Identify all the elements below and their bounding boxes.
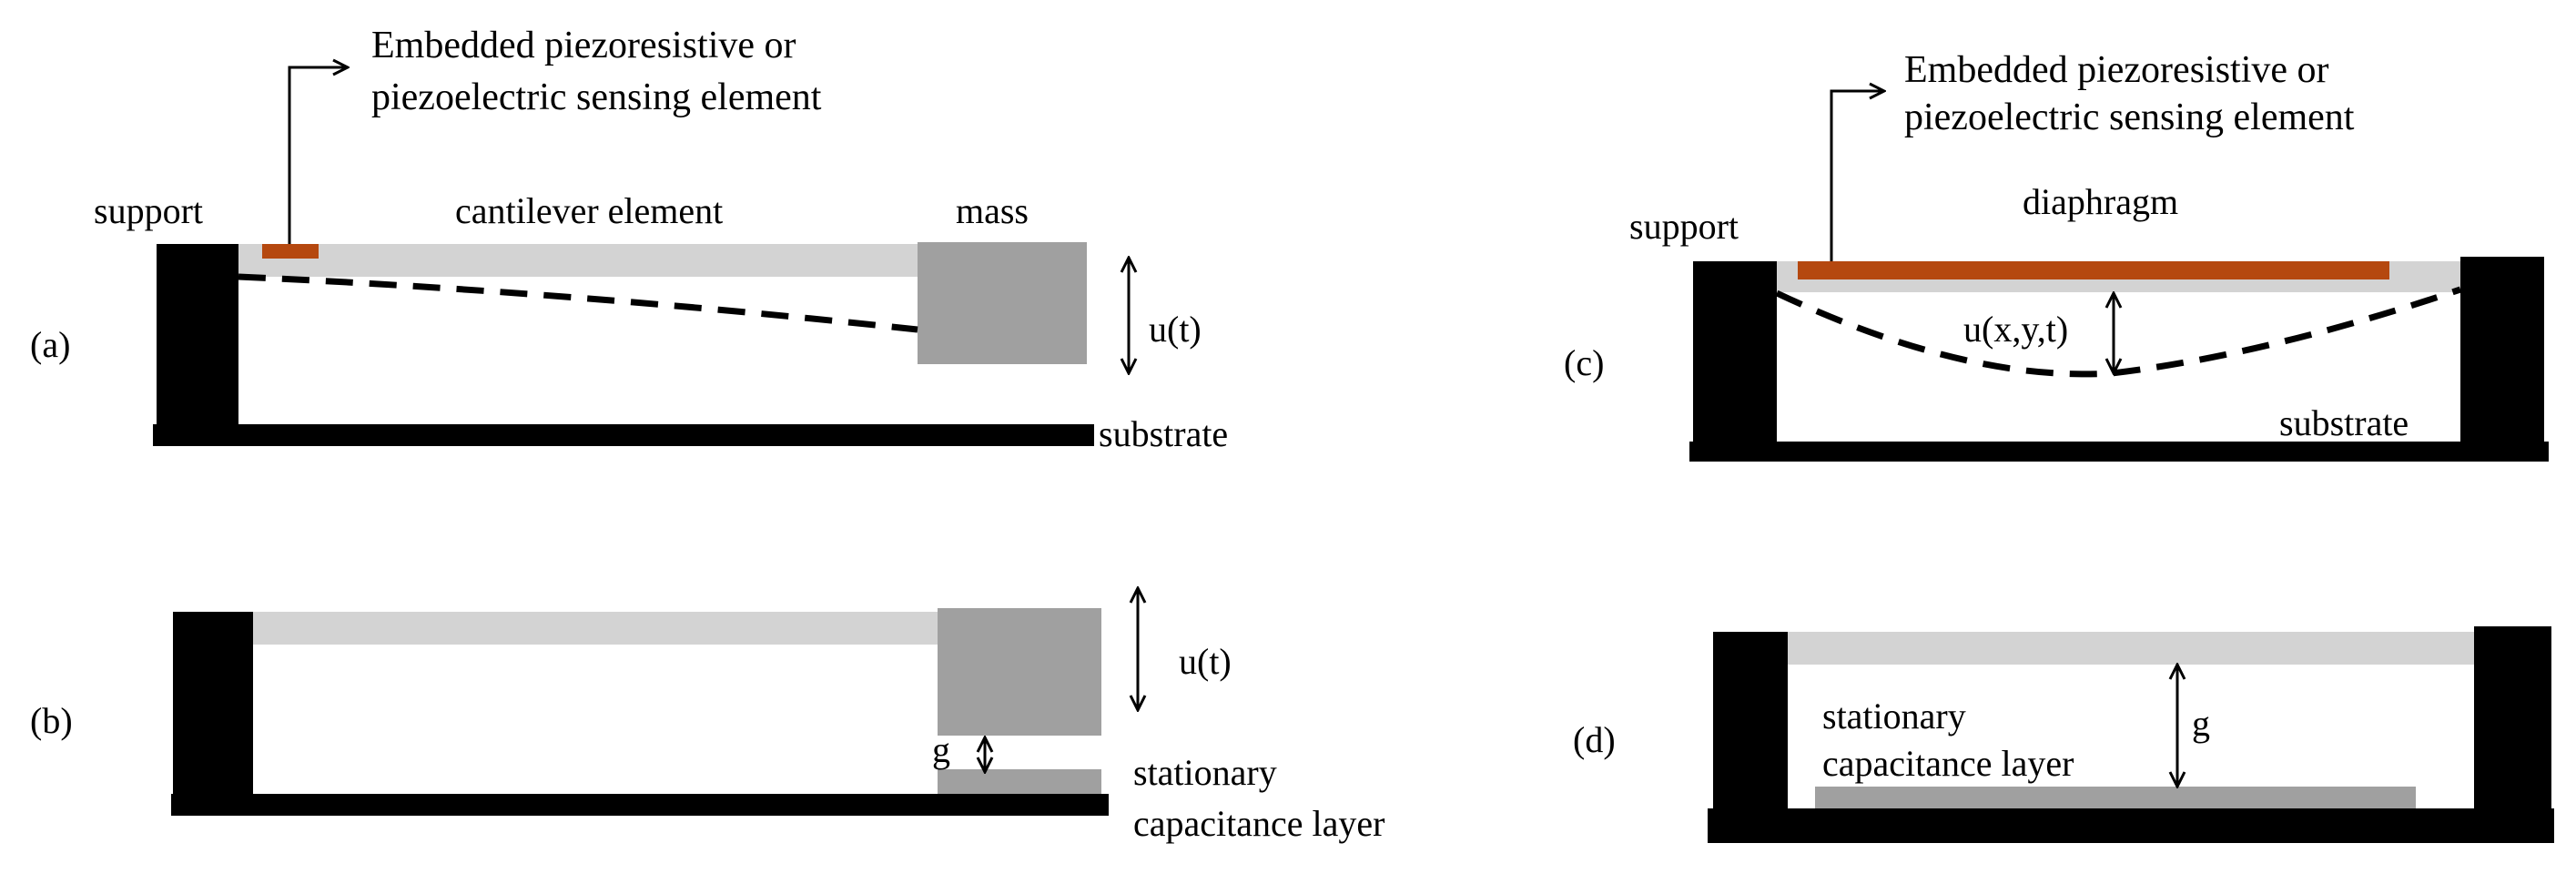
panel-d-top-plate <box>1788 632 2474 665</box>
panel-a-sensor-label-line1: Embedded piezoresistive or <box>371 25 796 66</box>
panel-c-support-left <box>1693 261 1777 452</box>
panel-c-sensor-element <box>1798 261 2389 279</box>
panel-a-sensor-element <box>262 244 319 259</box>
panel-c-displacement-label: u(x,y,t) <box>1963 309 2068 350</box>
panel-a-substrate-label: substrate <box>1099 413 1228 454</box>
panel-b-cantilever <box>253 612 938 645</box>
panel-d-support-left <box>1713 632 1788 814</box>
panel-d-substrate <box>1708 808 2554 843</box>
panel-c-sensor-label-line2: piezoelectric sensing element <box>1904 97 2355 138</box>
panel-b-displacement-label: u(t) <box>1179 641 1232 682</box>
panel-a-mass <box>918 242 1087 364</box>
panel-d-stationary-layer <box>1815 787 2416 810</box>
panel-a-label: (a) <box>30 324 70 365</box>
panel-d: (d) g stationary capacitance layer <box>1573 626 2554 843</box>
panel-b-layer-label-line1: stationary <box>1133 752 1277 793</box>
panel-a-sensor-label-line2: piezoelectric sensing element <box>371 76 822 118</box>
panel-b-gap-label: g <box>932 729 950 770</box>
panel-a-support <box>157 244 238 426</box>
panel-b-stationary-layer <box>938 769 1101 795</box>
panel-d-layer-label-line1: stationary <box>1822 696 1966 737</box>
panel-b: (b) g u(t) stationary capacitance layer <box>30 588 1384 844</box>
panel-a-support-label: support <box>94 190 203 231</box>
panel-a-deflected-shape <box>238 273 918 333</box>
panel-d-gap-label: g <box>2192 703 2210 744</box>
panel-c: (c) Embedded piezoresistive or piezoelec… <box>1564 49 2549 462</box>
panel-c-substrate <box>1689 442 2549 462</box>
panel-a-substrate <box>153 424 1094 446</box>
panel-a-cantilever <box>238 244 919 277</box>
panel-c-substrate-label: substrate <box>2279 402 2409 443</box>
panel-a-cantilever-label: cantilever element <box>455 190 723 231</box>
panel-c-support-right <box>2460 257 2544 452</box>
panel-d-support-right <box>2474 626 2551 814</box>
panel-c-label: (c) <box>1564 342 1604 383</box>
panel-b-mass <box>938 608 1101 736</box>
panel-a-mass-label: mass <box>956 190 1029 231</box>
panel-d-label: (d) <box>1573 719 1616 760</box>
panel-c-deflected-shape <box>1775 286 2462 378</box>
panel-d-layer-label-line2: capacitance layer <box>1822 743 2074 784</box>
panel-b-substrate <box>171 794 1109 816</box>
panel-a-displacement-label: u(t) <box>1149 309 1202 350</box>
panel-c-diaphragm-label: diaphragm <box>2023 181 2178 222</box>
panel-a-sensor-callout-arrow <box>288 67 348 244</box>
panel-a: (a) Embedded piezoresistive or piezoelec… <box>30 25 1228 454</box>
panel-b-label: (b) <box>30 700 73 741</box>
panel-c-sensor-callout-arrow <box>1830 91 1884 264</box>
panel-b-support <box>173 612 253 803</box>
panel-c-sensor-label-line1: Embedded piezoresistive or <box>1904 49 2329 91</box>
panel-c-support-label: support <box>1629 206 1739 247</box>
panel-b-layer-label-line2: capacitance layer <box>1133 803 1384 844</box>
